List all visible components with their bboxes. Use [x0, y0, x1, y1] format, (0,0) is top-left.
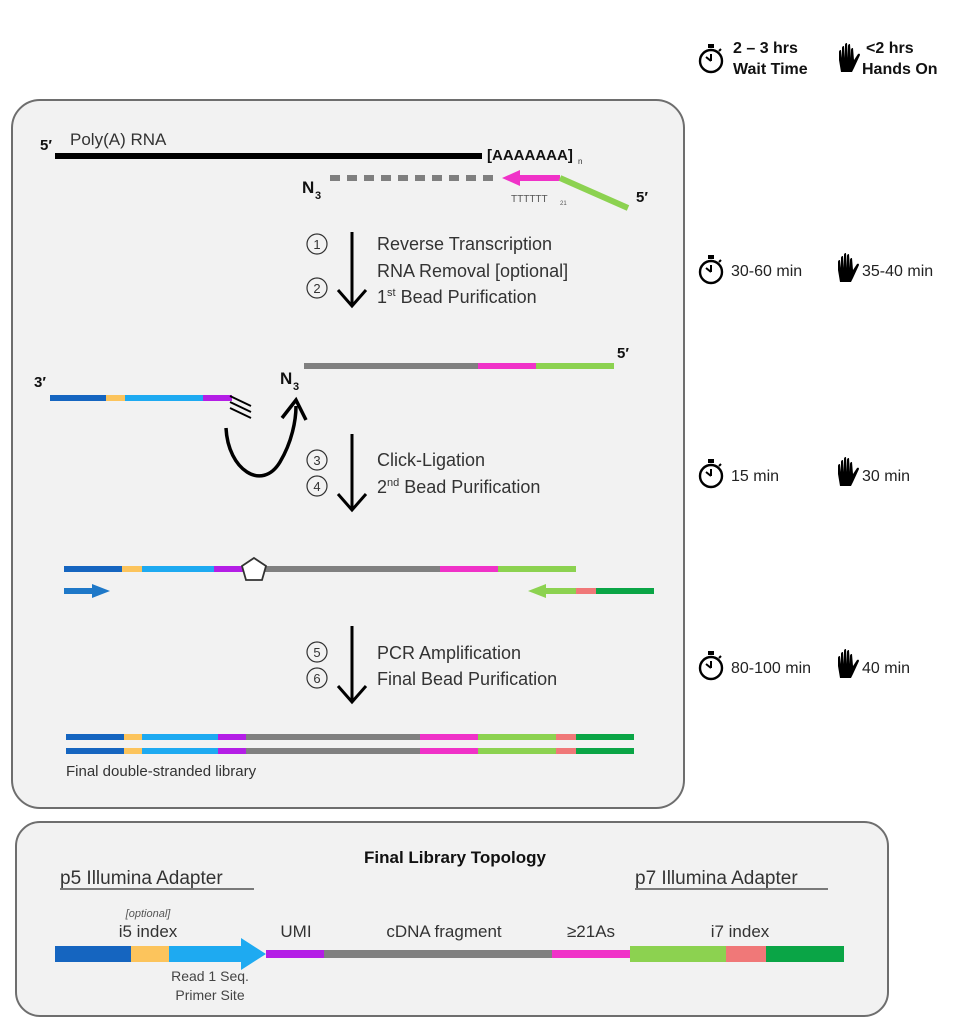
segment-i5: [131, 946, 169, 962]
click-curved-arrowhead: [280, 396, 308, 421]
workflow-panel: [11, 99, 685, 809]
hands-on-value: <2 hrs: [866, 40, 914, 57]
wait-time-label: Wait Time: [733, 61, 808, 78]
polya-rna-label: Poly(A) RNA: [70, 130, 167, 149]
step-3-num: 3: [313, 453, 320, 468]
step-5-label: PCR Amplification: [377, 643, 521, 663]
polya-rna-molecule: 5′ Poly(A) RNA [AAAAAAA] n N 3 TTTTTT 21…: [40, 130, 648, 211]
polya-label: ≥21As: [567, 922, 615, 941]
forward-primer-arrowhead: [92, 584, 110, 598]
i5-index-label: i5 index: [119, 922, 178, 941]
topology-panel: [15, 821, 889, 1017]
step-3-circle: [306, 449, 328, 471]
header-timing: 2 – 3 hrs Wait Time <2 hrs Hands On: [698, 40, 938, 78]
triazole-linkage-icon: [240, 556, 268, 581]
step-4-label: 2nd Bead Purification: [377, 477, 540, 497]
p5-adapter-label: p5 Illumina Adapter: [60, 868, 223, 889]
step-1-label: Reverse Transcription: [377, 234, 552, 254]
stopwatch-icon: [698, 253, 724, 285]
cdna-fragment-label: cDNA fragment: [386, 922, 502, 941]
hand-icon: [838, 457, 859, 486]
segment-p7-light: [630, 946, 726, 962]
step-arrowhead-2: [336, 493, 368, 513]
timing-row-3: 80-100 min 40 min: [698, 649, 910, 681]
segment-polya: [552, 950, 630, 958]
click-ligation-molecules: 5′ N 3 3′: [34, 345, 629, 478]
segment-cdna: [324, 950, 552, 958]
five-prime-label: 5′: [40, 137, 52, 154]
read1-arrowhead: [241, 938, 266, 970]
n3-sub: 3: [315, 190, 321, 202]
topology-title: Final Library Topology: [364, 848, 547, 867]
p7-adapter-label: p7 Illumina Adapter: [635, 868, 798, 889]
final-library: Final double-stranded library: [66, 734, 634, 780]
segment-p7: [766, 946, 844, 962]
read1-label-line1: Read 1 Seq.: [171, 968, 249, 984]
step-6-circle: [306, 667, 328, 689]
hand-icon: [839, 43, 860, 72]
timing-2-hands: 30 min: [862, 468, 910, 485]
five-prime-label-2: 5′: [636, 189, 648, 206]
step-6-num: 6: [313, 671, 320, 686]
topology-bar: [55, 938, 844, 970]
rt-primer-arrowhead: [502, 170, 520, 186]
timing-row-1: 30-60 min 35-40 min: [698, 253, 933, 285]
step-arrowhead-1: [336, 289, 368, 309]
wait-time-value: 2 – 3 hrs: [733, 40, 798, 57]
step-4-num: 4: [313, 479, 320, 494]
step-3-label: Click-Ligation: [377, 450, 485, 470]
hand-icon: [838, 253, 859, 282]
step-2-num: 2: [313, 281, 320, 296]
ligated-product: [64, 556, 654, 598]
hand-icon: [838, 649, 859, 678]
final-library-label: Final double-stranded library: [66, 763, 257, 780]
reverse-primer-arrowhead: [528, 584, 546, 598]
optional-label: [optional]: [125, 908, 172, 920]
polya-tail-label: [AAAAAAA]: [487, 147, 573, 164]
timing-1-hands: 35-40 min: [862, 263, 933, 280]
read1-label-line2: Primer Site: [175, 987, 244, 1003]
i7-index-label: i7 index: [711, 922, 770, 941]
n3-label: N: [302, 178, 314, 197]
step-5-circle: [306, 641, 328, 663]
segment-umi: [266, 950, 324, 958]
timing-3-hands: 40 min: [862, 660, 910, 677]
step-rna-removal-label: RNA Removal [optional]: [377, 261, 568, 281]
step-6-label: Final Bead Purification: [377, 669, 557, 689]
segment-i7: [726, 946, 766, 962]
step-4-circle: [306, 475, 328, 497]
steps-1-2: 1 2 Reverse Transcription RNA Removal [o…: [306, 232, 568, 309]
steps-3-4: 3 4 Click-Ligation 2nd Bead Purification: [306, 434, 540, 513]
timing-3-wait: 80-100 min: [731, 660, 811, 677]
five-prime-label-3: 5′: [617, 345, 629, 362]
step-1-num: 1: [313, 237, 320, 252]
timing-2-wait: 15 min: [731, 468, 779, 485]
click-curved-arrow: [224, 405, 298, 478]
primer-t-sub: 21: [560, 201, 567, 207]
three-prime-label: 3′: [34, 374, 46, 391]
rt-primer-tail: [558, 175, 630, 211]
n3-label-2: N: [280, 369, 292, 388]
step-2-circle: [306, 277, 328, 299]
stopwatch-icon: [698, 649, 724, 681]
steps-5-6: 5 6 PCR Amplification Final Bead Purific…: [306, 626, 557, 705]
timing-1-wait: 30-60 min: [731, 263, 802, 280]
hands-on-label: Hands On: [862, 61, 938, 78]
step-2-label: 1st Bead Purification: [377, 287, 537, 307]
segment-read1: [169, 946, 241, 962]
step-1-circle: [306, 233, 328, 255]
primer-t-label: TTTTTT: [511, 194, 548, 205]
stopwatch-icon: [698, 457, 724, 489]
stopwatch-icon: [698, 42, 724, 74]
timing-row-2: 15 min 30 min: [698, 457, 910, 489]
umi-label: UMI: [280, 922, 311, 941]
step-arrowhead-3: [336, 685, 368, 705]
segment-p5: [55, 946, 131, 962]
n3-sub-2: 3: [293, 381, 299, 393]
step-5-num: 5: [313, 645, 320, 660]
polya-tail-sub: n: [578, 157, 582, 166]
alkyne-symbol: [229, 395, 252, 419]
